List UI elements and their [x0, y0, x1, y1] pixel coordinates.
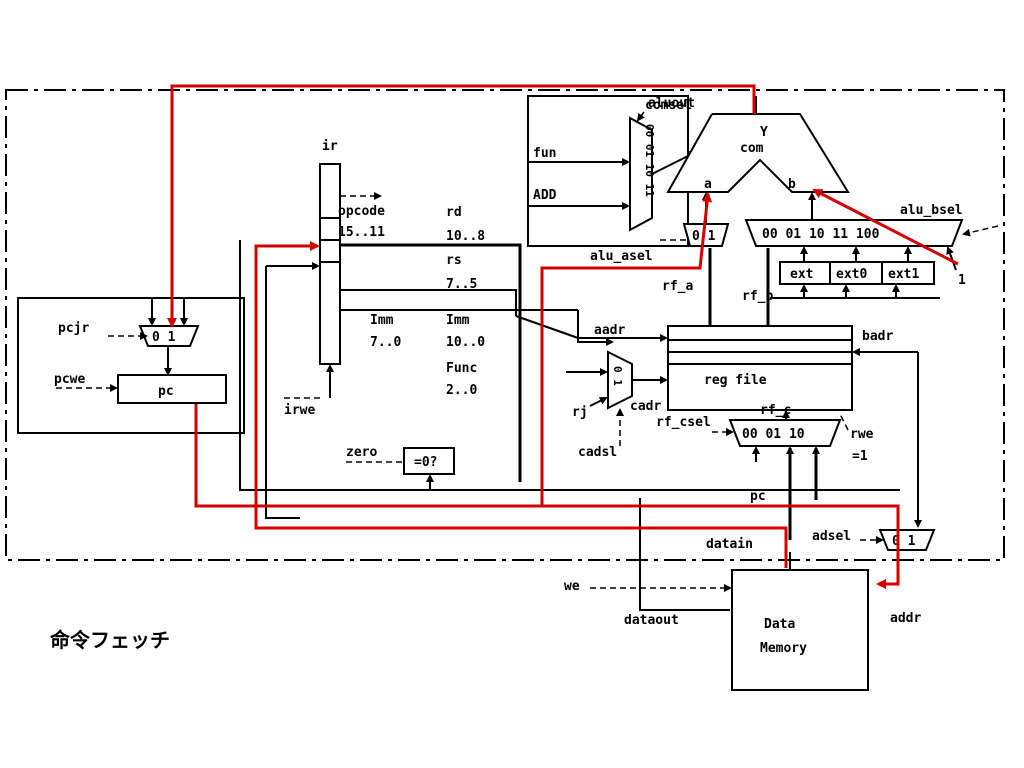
one-label: 1: [958, 273, 966, 288]
rf-b-label: rf_b: [742, 289, 773, 304]
register-file: [667, 325, 853, 411]
ir-label: ir: [322, 139, 338, 154]
adsel-mux: [878, 529, 936, 551]
func-bits: 2..0: [446, 383, 477, 398]
zero-box-label: =0?: [414, 455, 437, 470]
zero-label: zero: [346, 445, 377, 460]
alu-com-label: com: [740, 141, 764, 156]
imm2-label: Imm: [446, 313, 470, 328]
ir-register: [319, 163, 341, 365]
pcwe-label: pcwe: [54, 372, 85, 387]
alu-asel-mux: [682, 223, 730, 247]
com-mux-inputs: 00 01 10 11: [643, 124, 656, 197]
imm2-bits: 10..0: [446, 335, 485, 350]
fetch-path-pc-to-mem: [542, 504, 900, 589]
imm-label: Imm: [370, 313, 394, 328]
alu-bsel-signal: [962, 225, 999, 237]
we-label: we: [564, 579, 580, 594]
opcode-label: opcode: [338, 204, 385, 219]
add-label: ADD: [533, 188, 557, 203]
rs-bus: [340, 289, 517, 316]
fetch-path-mem-to-ir: [254, 241, 788, 568]
zero-check-box: [403, 447, 455, 475]
ext-label: ext: [790, 267, 813, 282]
aadr-label: aadr: [594, 323, 625, 338]
adsel-label: adsel: [812, 529, 851, 544]
fetch-path-one-to-alu: [812, 188, 959, 266]
imm-bus2: [577, 310, 614, 346]
com-mux: [629, 116, 653, 232]
addr-label: addr: [890, 611, 921, 626]
rwe-signal: [839, 413, 849, 431]
dataout-label: dataout: [624, 613, 679, 628]
data-memory: [731, 569, 869, 691]
ext0-label: ext0: [836, 267, 867, 282]
alu-a-label: a: [704, 177, 712, 192]
func-label: Func: [446, 361, 477, 376]
pc-mux-inputs: 0 1: [152, 330, 176, 345]
fetch-path-pc-to-alu: [194, 192, 713, 508]
rj-label: rj: [572, 405, 588, 420]
pc-bus-label: pc: [750, 489, 766, 504]
ir-in-left: [265, 266, 300, 519]
alu-shape: [666, 113, 850, 193]
cadsl-label: cadsl: [578, 445, 617, 460]
memory-label-1: Data: [764, 617, 795, 632]
rs-bits: 7..5: [446, 277, 477, 292]
rf-a-label: rf_a: [662, 279, 693, 294]
alu-asel-label: alu_asel: [590, 249, 653, 264]
pc-section-box: [17, 297, 245, 434]
imm-bits: 7..0: [370, 335, 401, 350]
rwe-value: =1: [852, 449, 868, 464]
alu-bsel-label: alu_bsel: [900, 203, 963, 218]
rj-wire: [589, 397, 608, 407]
datain-bus: [239, 240, 900, 491]
pc-label: pc: [158, 384, 174, 399]
fetch-path-alu-to-pc: [167, 84, 756, 328]
dataout-wire: [639, 498, 730, 611]
pc-register: [117, 374, 227, 404]
cadr-label: cadr: [630, 399, 661, 414]
one-up: [946, 246, 957, 271]
rd-label: rd: [446, 205, 462, 220]
alu-y-label: Y: [760, 125, 768, 140]
rd-bus: [340, 243, 522, 482]
datain-label: datain: [706, 537, 753, 552]
badr-label: badr: [862, 329, 893, 344]
irwe-label: irwe: [284, 403, 315, 418]
rwe-label: rwe: [850, 427, 874, 442]
memory-label-2: Memory: [760, 641, 807, 656]
alu-b-label: b: [788, 177, 796, 192]
adsel-mux-inputs: 0 1: [892, 534, 916, 549]
cadr-mux: [607, 350, 633, 410]
rs-to-aadr: [515, 315, 579, 339]
fun-label: fun: [533, 146, 556, 161]
rs-label: rs: [446, 253, 462, 268]
rf-csel-mux: [728, 419, 842, 447]
aluout-label: aluout: [648, 96, 695, 111]
rf-csel-mux-inputs: 00 01 10: [742, 427, 805, 442]
opcode-bits: 15..11: [338, 225, 385, 240]
rf-csel-label: rf_csel: [656, 415, 711, 430]
comsel-wire: [636, 111, 645, 122]
diagram-caption: 命令フェッチ: [50, 628, 170, 652]
ext1-label: ext1: [888, 267, 919, 282]
reg-file-label: reg file: [704, 373, 767, 388]
comsel-label: comsel: [645, 98, 692, 113]
cpu-boundary: [5, 89, 1005, 561]
cadr-mux-inputs: 0 1: [611, 366, 624, 386]
alu-bsel-mux-inputs: 00 01 10 11 100: [762, 227, 880, 242]
pcjr-label: pcjr: [58, 321, 89, 336]
alu-block-box: [527, 95, 689, 247]
rd-bits: 10..8: [446, 229, 485, 244]
